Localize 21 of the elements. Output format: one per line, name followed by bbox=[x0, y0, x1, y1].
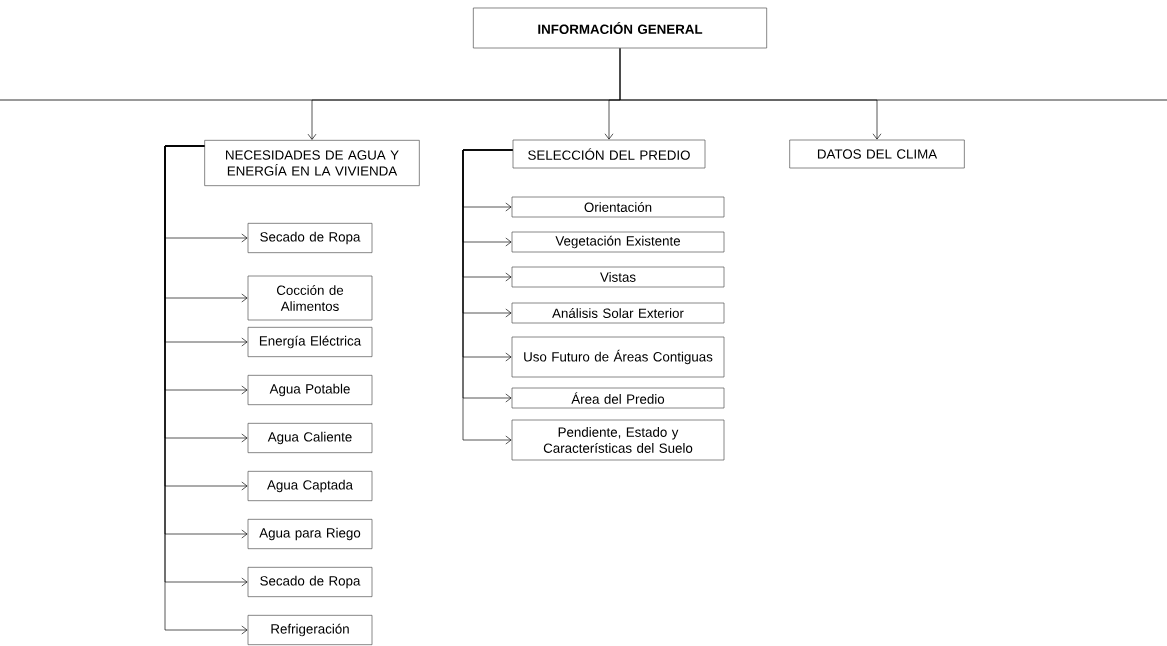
item-box: Agua Captada bbox=[247, 471, 373, 501]
item-box: Pendiente, Estado y Características del Suelo bbox=[511, 419, 725, 461]
item-box: Vegetación Existente bbox=[511, 231, 725, 253]
item-box: Refrigeración bbox=[247, 615, 373, 645]
item-box: Vistas bbox=[511, 266, 725, 288]
item-box: Agua Caliente bbox=[247, 423, 373, 453]
item-box: Uso Futuro de Áreas Contiguas bbox=[511, 336, 725, 378]
item-box: Agua para Riego bbox=[247, 519, 373, 549]
title-box: INFORMACIÓN GENERAL bbox=[473, 7, 767, 49]
item-box: Secado de Ropa bbox=[247, 567, 373, 597]
item-box: Área del Predio bbox=[511, 387, 725, 409]
item-box: Agua Potable bbox=[247, 375, 373, 405]
category-box: DATOS DEL CLIMA bbox=[789, 139, 965, 169]
item-box: Orientación bbox=[511, 196, 725, 218]
item-box: Energía Eléctrica bbox=[247, 327, 373, 357]
item-box: Análisis Solar Exterior bbox=[511, 302, 725, 324]
category-box: NECESIDADES DE AGUA Y ENERGÍA EN LA VIVIENDA bbox=[204, 140, 420, 186]
item-box: Cocción de Alimentos bbox=[247, 275, 373, 321]
connector-arrow bbox=[619, 48, 882, 140]
item-box: Secado de Ropa bbox=[247, 223, 373, 253]
category-box: SELECCIÓN DEL PREDIO bbox=[512, 139, 706, 169]
